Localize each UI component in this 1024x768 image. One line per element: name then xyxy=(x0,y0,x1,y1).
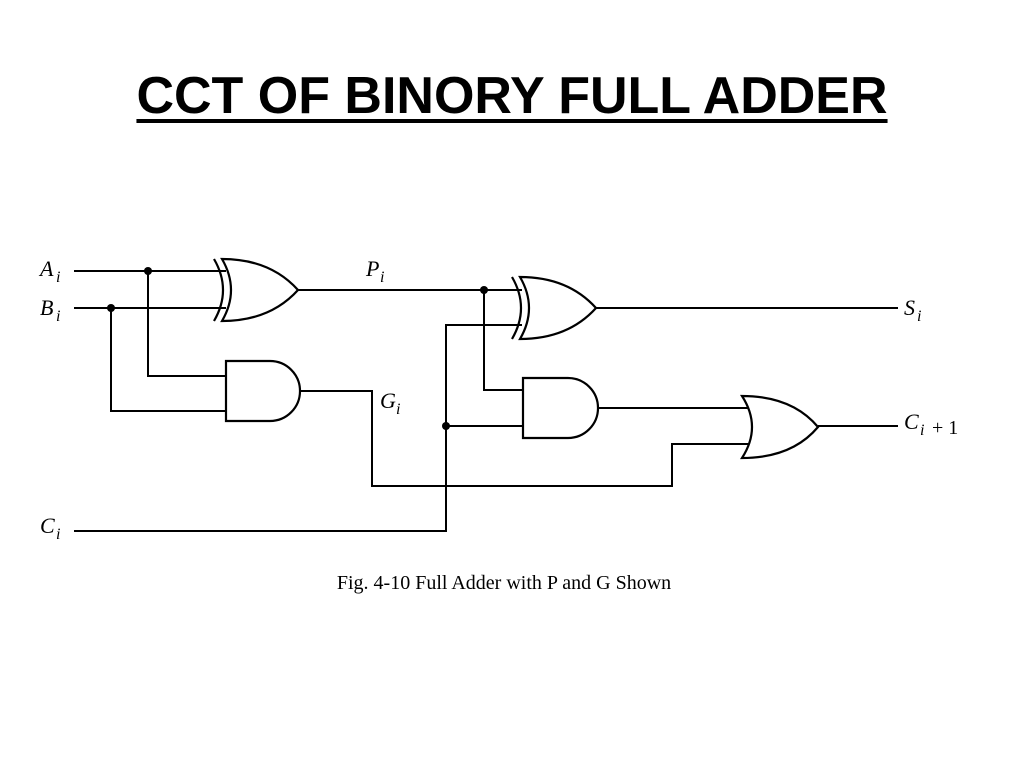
svg-text:i: i xyxy=(920,422,924,439)
junction-p xyxy=(480,286,488,294)
svg-text:G: G xyxy=(380,388,396,413)
svg-text:i: i xyxy=(396,401,400,418)
svg-text:A: A xyxy=(38,256,54,281)
label-c-input: C i xyxy=(40,513,60,543)
junction-a xyxy=(144,267,152,275)
label-b-input: B i xyxy=(40,295,60,325)
label-s-output: S i xyxy=(904,295,921,325)
junction-b xyxy=(107,304,115,312)
junction-c xyxy=(442,422,450,430)
svg-text:i: i xyxy=(56,269,60,286)
svg-text:B: B xyxy=(40,295,53,320)
or-gate xyxy=(739,394,820,460)
xor-gate-1 xyxy=(213,257,300,323)
svg-text:i: i xyxy=(56,308,60,325)
svg-text:i: i xyxy=(380,269,384,286)
wires xyxy=(74,270,898,532)
svg-text:i: i xyxy=(56,526,60,543)
label-a-input: A i xyxy=(38,256,60,286)
wire-a-to-and1 xyxy=(147,271,226,377)
and-gate-2 xyxy=(521,376,600,440)
svg-text:i: i xyxy=(917,308,921,325)
wire-g xyxy=(299,390,750,487)
wire-c-input xyxy=(74,324,522,532)
xor-gate-2 xyxy=(511,275,598,341)
svg-text:+ 1: + 1 xyxy=(932,417,958,439)
svg-text:C: C xyxy=(904,409,919,434)
svg-text:C: C xyxy=(40,513,55,538)
junctions xyxy=(107,267,488,430)
and-gate-1 xyxy=(224,359,302,423)
slide-title: CCT OF BINORY FULL ADDER xyxy=(136,67,888,125)
label-p: P i xyxy=(365,256,384,286)
wire-b-to-and1 xyxy=(110,308,226,412)
svg-text:S: S xyxy=(904,295,915,320)
label-g: G i xyxy=(380,388,400,418)
wire-p-to-and2 xyxy=(483,290,523,391)
svg-text:P: P xyxy=(365,256,379,281)
label-c-output: C i + 1 xyxy=(904,409,958,439)
figure-caption: Fig. 4-10 Full Adder with P and G Shown xyxy=(336,572,672,594)
